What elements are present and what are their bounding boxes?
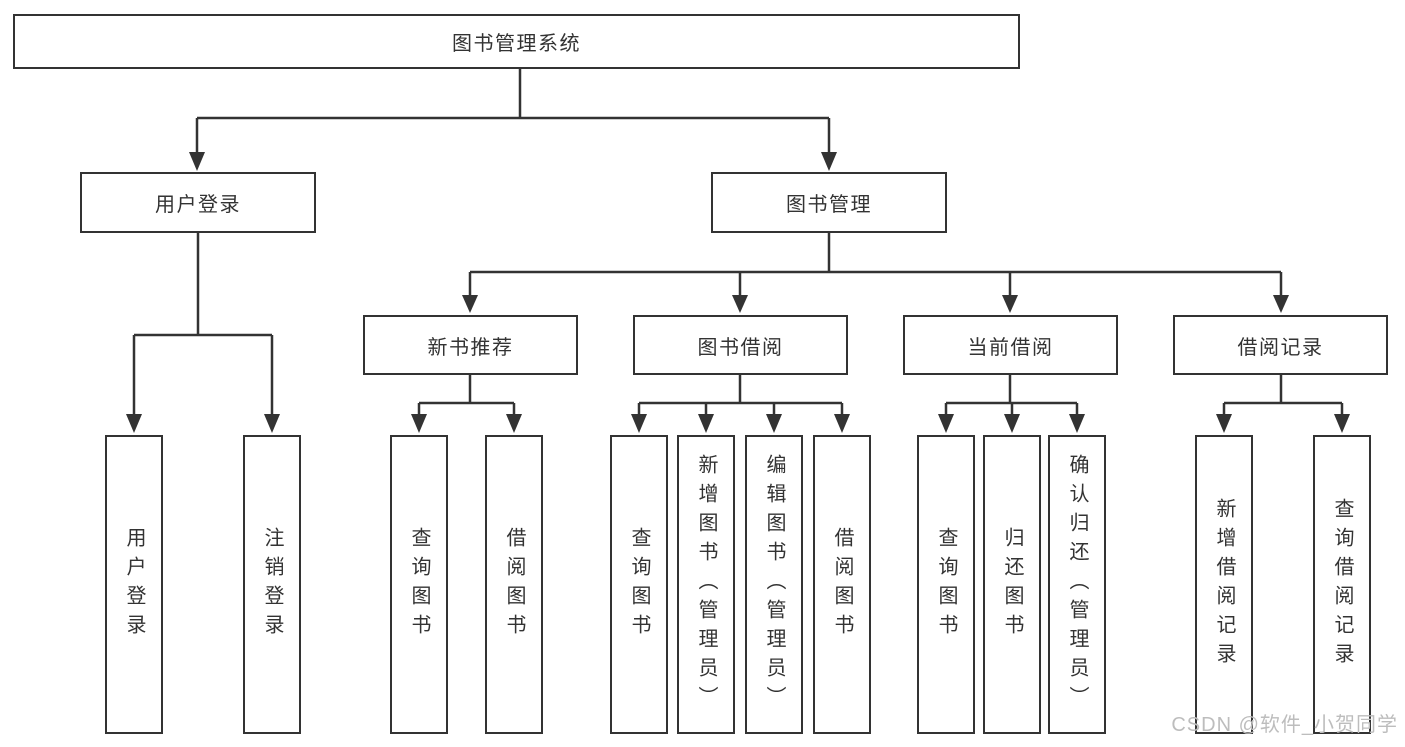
leaf-label: 用户登录 (123, 526, 145, 643)
leaf-edit-books-admin: 编辑图书（管理员） (745, 435, 803, 734)
leaf-label: 借阅图书 (503, 526, 525, 643)
leaf-query-books-current: 查询图书 (917, 435, 975, 734)
leaf-query-books-borrowing: 查询图书 (610, 435, 668, 734)
leaf-label: 确认归还（管理员） (1066, 454, 1088, 715)
leaf-confirm-return-admin: 确认归还（管理员） (1048, 435, 1106, 734)
node-book-management: 图书管理 (711, 172, 947, 233)
node-user-login: 用户登录 (80, 172, 316, 233)
csdn-watermark: CSDN @软件_小贺同学 (1171, 714, 1398, 736)
leaf-logout: 注销登录 (243, 435, 301, 734)
leaf-label: 归还图书 (1001, 526, 1023, 643)
leaf-label: 注销登录 (261, 526, 283, 643)
node-label: 借阅记录 (1237, 336, 1324, 359)
node-label: 图书借阅 (697, 336, 784, 359)
node-new-book-recommend: 新书推荐 (363, 315, 578, 375)
leaf-borrow-books-borrowing: 借阅图书 (813, 435, 871, 734)
leaf-query-borrow-record: 查询借阅记录 (1313, 435, 1371, 734)
leaf-label: 查询图书 (408, 526, 430, 643)
node-label: 新书推荐 (427, 336, 514, 359)
leaf-label: 借阅图书 (831, 526, 853, 643)
node-label: 当前借阅 (967, 336, 1054, 359)
node-borrowing-records: 借阅记录 (1173, 315, 1388, 375)
node-label: 图书管理系统 (452, 33, 581, 55)
node-book-borrowing: 图书借阅 (633, 315, 848, 375)
node-current-borrowing: 当前借阅 (903, 315, 1118, 375)
leaf-query-books-newbooks: 查询图书 (390, 435, 448, 734)
node-library-system: 图书管理系统 (13, 14, 1020, 69)
node-label: 图书管理 (786, 194, 872, 216)
leaf-borrow-books-newbooks: 借阅图书 (485, 435, 543, 734)
node-label: 用户登录 (155, 194, 241, 216)
leaf-label: 新增借阅记录 (1213, 497, 1235, 672)
leaf-add-borrow-record: 新增借阅记录 (1195, 435, 1253, 734)
leaf-user-login: 用户登录 (105, 435, 163, 734)
leaf-label: 新增图书（管理员） (695, 454, 717, 715)
leaf-add-books-admin: 新增图书（管理员） (677, 435, 735, 734)
leaf-label: 查询图书 (628, 526, 650, 643)
leaf-label: 查询图书 (935, 526, 957, 643)
leaf-label: 查询借阅记录 (1331, 497, 1353, 672)
leaf-return-books: 归还图书 (983, 435, 1041, 734)
leaf-label: 编辑图书（管理员） (763, 454, 785, 715)
